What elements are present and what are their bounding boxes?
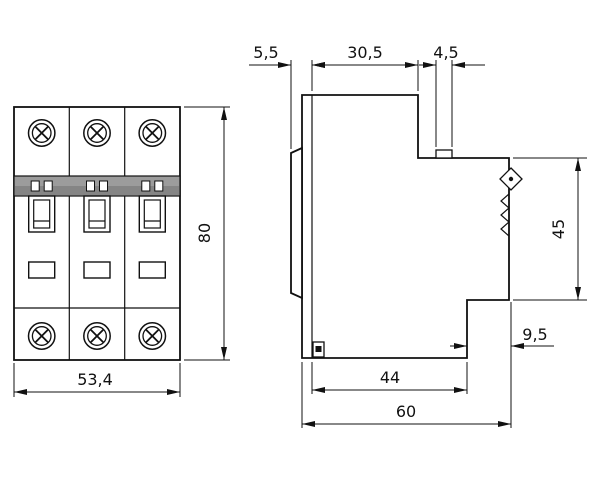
top-step-tab	[435, 149, 453, 159]
dim-label-30-5: 30,5	[347, 43, 383, 62]
breaker-front-body	[13, 106, 181, 361]
dim-top-chain: 5,5 30,5 4,5	[249, 43, 485, 149]
dim-body-depth-44: 44	[311, 362, 468, 394]
dim-label-45: 45	[549, 219, 568, 239]
dim-label-9-5: 9,5	[522, 325, 547, 344]
din-clip-pivot-icon	[508, 176, 514, 182]
dim-label-44: 44	[380, 368, 400, 387]
dim-width-53-4: 53,4	[13, 363, 181, 397]
dim-label-4-5: 4,5	[433, 43, 458, 62]
front-view	[13, 106, 181, 361]
dim-label-53-4: 53,4	[77, 370, 113, 389]
side-view	[290, 94, 523, 359]
dim-rail-height-45: 45	[513, 157, 587, 301]
terminal-screw-icon	[315, 346, 322, 352]
dim-label-80: 80	[195, 223, 214, 243]
dim-clip-overhang-9-5: 9,5	[450, 302, 554, 428]
front-escutcheon	[290, 146, 303, 300]
breaker-side-profile	[301, 94, 510, 359]
dim-label-5-5: 5,5	[253, 43, 278, 62]
dim-total-depth-60: 60	[301, 362, 511, 428]
clip-spring-icon	[500, 193, 510, 237]
marking-strip-shadow	[15, 186, 179, 196]
dim-height-80: 80	[184, 106, 230, 361]
dim-label-60: 60	[396, 402, 416, 421]
